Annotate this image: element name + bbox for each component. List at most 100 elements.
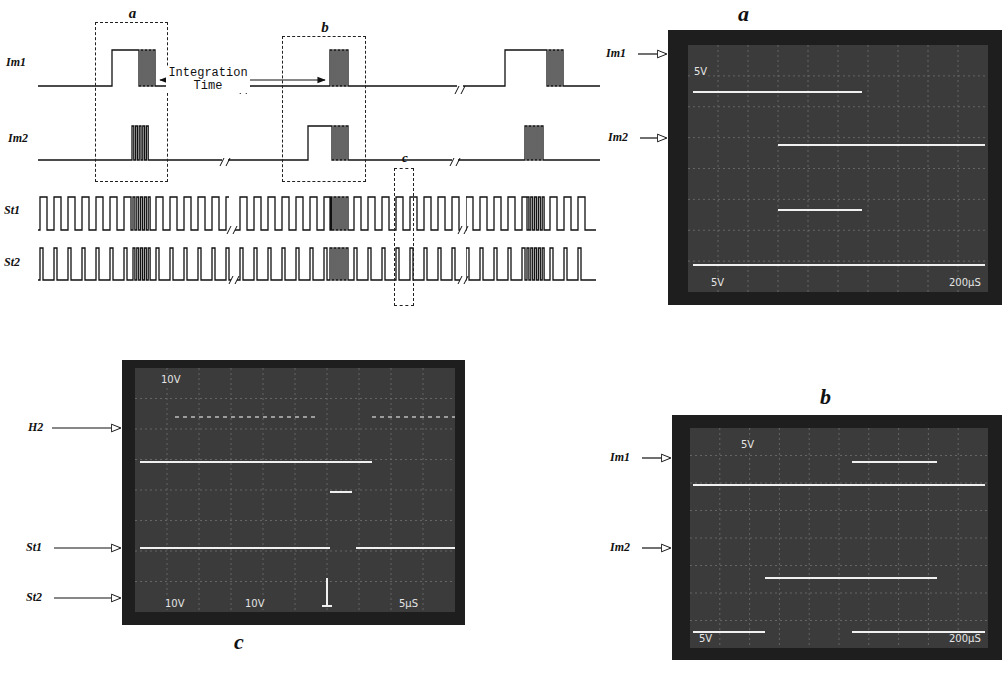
scale-readout: 200µS [948,633,982,644]
pointer-arrow [642,547,670,548]
break-mark [461,86,465,94]
scale-readout: 200µS [948,277,982,288]
grid-line [135,398,455,399]
signal-name: Im2 [610,541,630,554]
scope-trace [372,416,455,418]
oscilloscope-screens [122,30,1002,660]
dashed-region: b [282,36,366,182]
panel-letter: c [402,151,408,165]
scope-trace [852,461,937,463]
grid-line [135,520,455,521]
grid-line [688,261,988,262]
break-mark [464,226,468,234]
oscilloscope-screen: b5V5V200µS [672,415,1002,660]
oscilloscope-screen: a5V5V200µS [668,30,1002,305]
scope-trace [765,577,937,579]
scope-display [690,428,988,648]
break-mark [464,276,468,284]
scope-trace [693,264,985,266]
grid-line [423,368,424,612]
grid-line [779,428,780,648]
pointer-arrow [640,137,666,138]
signal-name: Im1 [6,56,26,69]
scope-trace [356,547,455,549]
pointer-arrow [54,547,120,548]
waveform [38,126,600,160]
grid-line [199,368,200,612]
break-mark [450,158,454,166]
scope-screen [668,30,1002,305]
dashed-region: a [95,22,168,182]
scale-readout: 5V [698,633,713,644]
grid-line [135,429,455,430]
grid-line [690,455,988,456]
signal-name: St2 [4,256,20,269]
grid-line [839,428,840,648]
dimension-label: Integration Time [166,67,250,93]
break-mark [456,158,460,166]
signal-name: St1 [26,541,42,554]
scope-trace [778,209,862,211]
scope-bezel [672,415,1002,660]
scale-readout: 10V [244,598,266,609]
grid-line [688,75,988,76]
break-mark [229,276,233,284]
grid-line [135,459,455,460]
panel-letter: c [234,630,244,654]
grid-line [359,368,360,612]
scale-readout: 5V [740,439,755,450]
signal-name: St1 [4,204,20,217]
pointer-arrows [52,54,670,598]
dashed-region: c [394,168,414,306]
grid-line [690,620,988,621]
grid-line [688,168,988,169]
scale-readout: 5µS [398,598,419,609]
grid-line [690,593,988,594]
break-mark [458,276,462,284]
scale-readout: 10V [160,374,182,385]
pointer-arrow [642,457,670,458]
grid-line [690,538,988,539]
break-mark [235,276,239,284]
pointer-arrow [54,597,120,598]
break-mark [233,226,237,234]
grid-line [688,137,988,138]
panel-letter: b [321,19,329,36]
scope-bezel [122,360,465,625]
grid-line [688,199,988,200]
grid-line [135,581,455,582]
break-gap [460,242,466,286]
scope-display [135,368,455,612]
scope-trace [693,484,985,486]
scope-trace [330,491,352,493]
scale-readout: 10V [164,598,186,609]
grid-line [690,483,988,484]
scale-readout: 5V [693,66,708,77]
signal-name: Im1 [606,47,626,60]
grid-line [958,428,959,648]
scope-screen [672,415,1002,660]
break-mark [227,226,231,234]
scope-trace [140,547,330,549]
panel-letter: a [738,2,749,26]
break-mark [458,226,462,234]
grid-line [688,230,988,231]
scope-screen [122,360,465,625]
signal-name: Im1 [610,451,630,464]
signal-name: St2 [26,591,42,604]
waveform [38,197,596,230]
grid-line [749,428,750,648]
break-mark [455,86,459,94]
scope-display [688,45,988,292]
grid-line [135,490,455,491]
scope-bezel [668,30,1002,305]
panel-letter: a [129,5,137,22]
waveform [38,50,600,86]
scope-trace [693,91,862,93]
scope-trace [175,416,318,418]
break-gap [231,242,237,286]
